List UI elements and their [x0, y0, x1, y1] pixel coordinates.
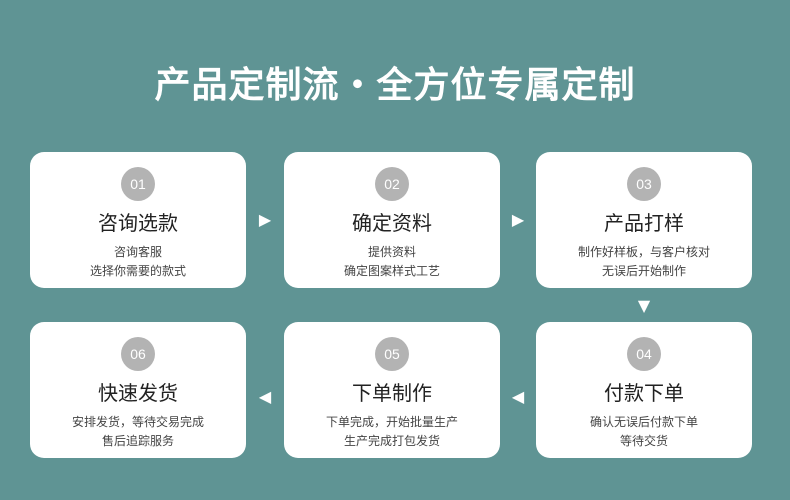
step-description: 制作好样板，与客户核对 无误后开始制作: [536, 243, 752, 281]
step-title: 付款下单: [604, 381, 684, 405]
step-description: 提供资料 确定图案样式工艺: [284, 243, 500, 281]
step-card-05: 05 下单制作 下单完成，开始批量生产 生产完成打包发货: [284, 322, 500, 458]
step-title: 咨询选款: [98, 211, 178, 235]
step-description-line: 下单完成，开始批量生产: [325, 415, 458, 429]
step-description-line: 生产完成打包发货: [343, 434, 440, 448]
step-description-line: 提供资料: [367, 245, 416, 259]
step-description: 下单完成，开始批量生产 生产完成打包发货: [284, 413, 500, 451]
step-description-line: 确定图案样式工艺: [343, 264, 440, 278]
step-number-badge: 04: [627, 337, 661, 371]
arrow-left-icon: ◀: [258, 387, 272, 406]
step-number-badge: 02: [375, 167, 409, 201]
step-number-badge: 06: [121, 337, 155, 371]
step-number-badge: 05: [375, 337, 409, 371]
step-description: 咨询客服 选择你需要的款式: [30, 243, 246, 281]
page-title: 产品定制流・全方位专属定制: [154, 65, 636, 106]
step-number-badge: 03: [627, 167, 661, 201]
step-description: 安排发货，等待交易完成 售后追踪服务: [30, 413, 246, 451]
arrow-left-icon: ◀: [511, 387, 525, 406]
step-description-line: 无误后开始制作: [601, 264, 686, 278]
arrow-right-icon: ▶: [258, 210, 272, 229]
step-title: 快速发货: [98, 381, 178, 405]
step-description: 确认无误后付款下单 等待交货: [536, 413, 752, 451]
step-description-line: 确认无误后付款下单: [589, 415, 698, 429]
step-description-line: 选择你需要的款式: [89, 264, 186, 278]
step-card-03: 03 产品打样 制作好样板，与客户核对 无误后开始制作: [536, 152, 752, 288]
step-number-badge: 01: [121, 167, 155, 201]
step-card-04: 04 付款下单 确认无误后付款下单 等待交货: [536, 322, 752, 458]
step-title: 确定资料: [352, 211, 432, 235]
step-description-line: 安排发货，等待交易完成: [71, 415, 204, 429]
step-title: 产品打样: [604, 211, 684, 235]
step-description-line: 售后追踪服务: [101, 434, 174, 448]
step-card-02: 02 确定资料 提供资料 确定图案样式工艺: [284, 152, 500, 288]
step-title: 下单制作: [352, 381, 432, 405]
step-card-01: 01 咨询选款 咨询客服 选择你需要的款式: [30, 152, 246, 288]
step-card-06: 06 快速发货 安排发货，等待交易完成 售后追踪服务: [30, 322, 246, 458]
step-description-line: 等待交货: [619, 434, 668, 448]
step-description-line: 制作好样板，与客户核对: [577, 245, 710, 259]
arrow-down-icon: ▼: [637, 296, 651, 315]
step-description-line: 咨询客服: [113, 245, 162, 259]
arrow-right-icon: ▶: [511, 210, 525, 229]
